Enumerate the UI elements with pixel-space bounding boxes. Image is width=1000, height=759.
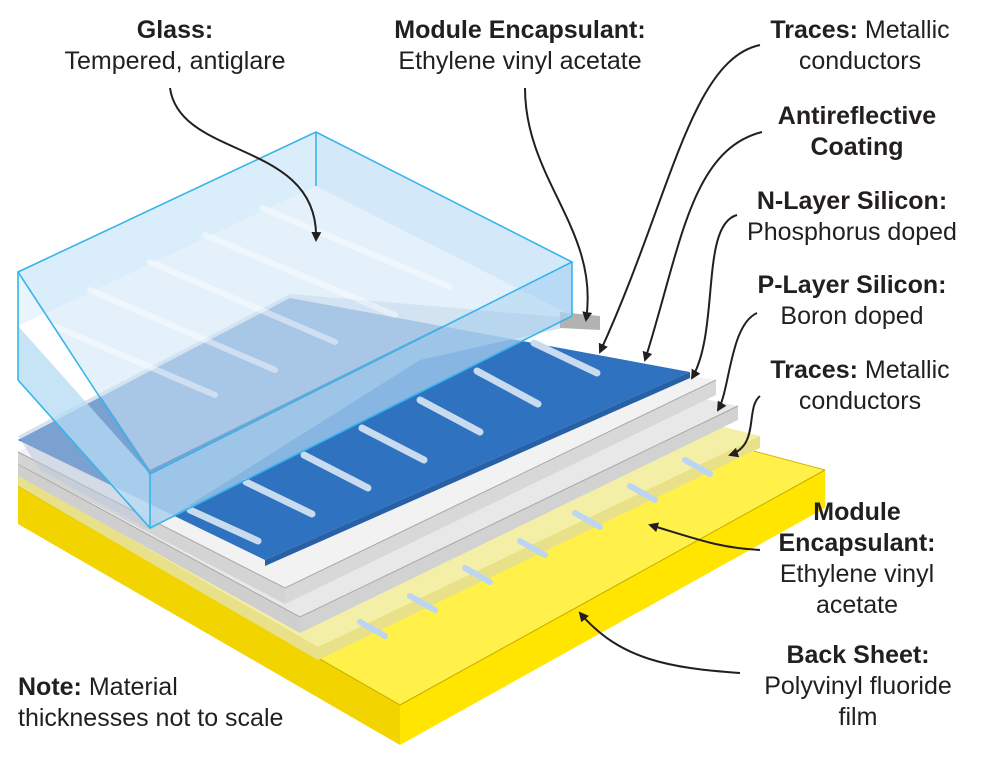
top-traces-label-title: Traces: (770, 16, 858, 44)
back-sheet-label: Back Sheet: Polyvinyl fluoride film (738, 640, 978, 733)
n-layer-arrow (690, 214, 738, 380)
top-encapsulant-label-desc: Ethylene vinyl acetate (398, 47, 642, 75)
bottom-encapsulant-label-line3: Ethylene vinyl (779, 560, 935, 588)
top-encapsulant-label: Module Encapsulant: Ethylene vinyl aceta… (375, 15, 665, 77)
glass-layer (16, 131, 574, 529)
bottom-encapsulant-label-line1: Module (813, 498, 901, 526)
bottom-encapsulant-label-line2: Encapsulant: (778, 529, 936, 557)
top-encapsulant-label-title: Module Encapsulant: (394, 16, 646, 44)
back-sheet-label-desc1: Polyvinyl fluoride (764, 672, 952, 700)
n-layer-label-desc: Phosphorus doped (747, 218, 957, 246)
n-layer-label-title: N-Layer Silicon: (756, 187, 948, 215)
top-traces-label: Traces: Metallic conductors (750, 15, 970, 77)
leader-arrows (169, 44, 763, 674)
bottom-encapsulant-label: Module Encapsulant: Ethylene vinyl aceta… (752, 497, 962, 621)
bottom-traces-arrow (728, 395, 761, 458)
bottom-traces (357, 457, 713, 639)
top-traces-label-desc1: Metallic (857, 16, 950, 44)
antireflective-label-line1: Antireflective (777, 102, 937, 130)
note-label: Note: Material thicknesses not to scale (18, 672, 348, 734)
n-layer-label: N-Layer Silicon: Phosphorus doped (732, 186, 972, 248)
bottom-encapsulant-label-line4: acetate (815, 591, 898, 619)
bottom-traces-label-desc2: conductors (798, 387, 922, 415)
p-layer-arrow (716, 312, 758, 412)
glass-arrow (169, 87, 322, 242)
p-layer-label: P-Layer Silicon: Boron doped (742, 270, 962, 332)
note-label-desc1: Material (81, 673, 178, 701)
bottom-traces-label: Traces: Metallic conductors (750, 355, 970, 417)
back-sheet-label-title: Back Sheet: (786, 641, 930, 669)
note-label-desc2: thicknesses not to scale (18, 704, 284, 732)
antireflective-label-line2: Coating (810, 133, 904, 161)
top-encapsulant-arrow (524, 87, 593, 322)
p-layer-label-desc: Boron doped (780, 302, 924, 330)
antireflective-label: Antireflective Coating (752, 101, 962, 163)
glass-label-title: Glass: (136, 16, 214, 44)
bottom-encapsulant-arrow (648, 522, 761, 551)
p-layer-label-title: P-Layer Silicon: (757, 271, 947, 299)
top-traces-arrow (598, 44, 761, 354)
back-sheet-label-desc2: film (838, 703, 878, 731)
top-traces-label-desc2: conductors (798, 47, 922, 75)
glass-label: Glass: Tempered, antiglare (30, 15, 320, 77)
glass-label-desc: Tempered, antiglare (64, 47, 286, 75)
antireflective-arrow (642, 131, 763, 362)
note-label-title: Note: (18, 673, 82, 701)
bottom-traces-label-desc1: Metallic (857, 356, 950, 384)
back-sheet-arrow (578, 611, 741, 674)
bottom-traces-label-title: Traces: (770, 356, 858, 384)
top-traces (186, 339, 601, 545)
